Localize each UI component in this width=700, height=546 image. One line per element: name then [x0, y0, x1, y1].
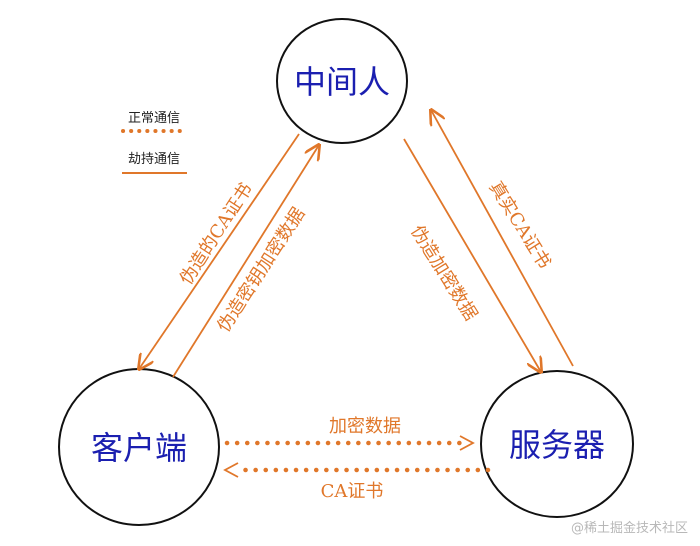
middleman-label: 中间人: [294, 63, 390, 101]
arrow-middleman-to-server: [403, 138, 541, 372]
node-client: 客户端: [58, 368, 220, 526]
node-middleman: 中间人: [276, 18, 408, 144]
legend-hijack-label: 劫持通信: [128, 152, 180, 167]
label-fake-ca-cert: 伪造的CA证书: [176, 179, 257, 288]
label-ca-cert: CA证书: [321, 481, 384, 502]
label-encrypted-data: 加密数据: [329, 416, 401, 437]
node-server: 服务器: [480, 370, 634, 518]
arrow-server-to-middleman: [431, 110, 574, 367]
middleman-circle: [276, 18, 408, 144]
arrowhead-server-to-client: [223, 462, 239, 478]
legend-normal-label: 正常通信: [128, 111, 180, 126]
server-label: 服务器: [509, 426, 605, 464]
client-label: 客户端: [91, 429, 187, 467]
arrow-middleman-to-client: [139, 133, 300, 369]
watermark: @稀土掘金技术社区: [571, 520, 688, 536]
server-circle: [480, 370, 634, 518]
arrow-client-to-middleman: [172, 145, 319, 378]
label-fake-encrypted-data: 伪造加密数据: [406, 222, 481, 325]
arrowhead-client-to-server: [459, 435, 475, 451]
legend: 正常通信 劫持通信: [121, 111, 188, 174]
